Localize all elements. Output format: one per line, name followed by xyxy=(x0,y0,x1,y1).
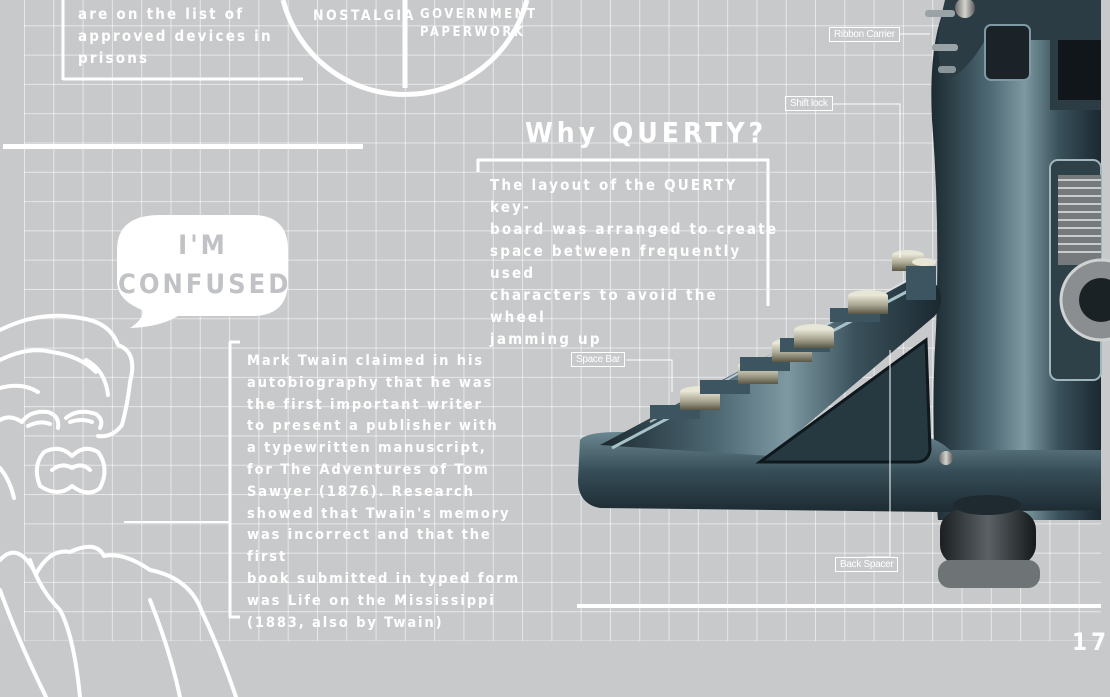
typewriter-illustration xyxy=(578,0,1110,588)
pie-chart xyxy=(280,0,530,98)
speech-bubble-text: I'M CONFUSED xyxy=(118,226,288,304)
querty-body: The layout of the QUERTY key- board was … xyxy=(490,174,780,350)
text-line: board was arranged to create xyxy=(490,220,779,238)
text-line: was Life on the Mississippi xyxy=(247,592,496,609)
callout-ribbon-carrier: Ribbon Carrier xyxy=(829,27,900,42)
text-line: (1883, also by Twain) xyxy=(247,614,444,631)
text-line: characters to avoid the wheel xyxy=(490,286,718,326)
typewriter-keys xyxy=(650,250,936,419)
speech-bubble xyxy=(117,215,288,328)
divider-line xyxy=(3,144,363,149)
text-line: autobiography that he was xyxy=(247,374,494,391)
top-left-text: are on the list of approved devices in p… xyxy=(78,3,298,69)
querty-bracket xyxy=(476,158,770,306)
top-left-bracket xyxy=(61,0,303,81)
text-line: a typewritten manuscript, xyxy=(247,440,487,457)
page-number: 17 xyxy=(1072,628,1110,656)
twain-bracket xyxy=(228,340,240,619)
callout-space-bar: Space Bar xyxy=(571,352,625,367)
bottom-rule xyxy=(577,604,1101,608)
text-line: to present a publisher with xyxy=(247,418,499,435)
twain-paragraph: Mark Twain claimed in his autobiography … xyxy=(247,351,527,634)
text-line: GOVERNMENT xyxy=(420,7,538,22)
callout-shift-lock: Shift lock xyxy=(785,96,833,111)
text-line: prisons xyxy=(78,49,150,67)
text-line: showed that Twain's memory xyxy=(247,505,511,522)
text-line: book submitted in typed form xyxy=(247,570,521,587)
text-line: Mark Twain claimed in his xyxy=(247,353,484,369)
twain-portrait xyxy=(0,313,238,697)
callout-back-spacer: Back Spacer xyxy=(835,557,899,572)
text-line: space between frequently used xyxy=(490,242,742,282)
text-line: are on the list of xyxy=(78,5,245,23)
text-line: The layout of the QUERTY key- xyxy=(490,176,738,216)
pie-label-nostalgia: NOSTALGIA xyxy=(313,8,416,24)
text-line: I'M xyxy=(178,230,228,261)
text-line: was incorrect and that the first xyxy=(247,527,492,566)
text-line: jamming up xyxy=(490,330,602,348)
querty-heading: Why QUERTY? xyxy=(525,116,768,149)
text-line: PAPERWORK xyxy=(420,25,526,40)
text-line: approved devices in xyxy=(78,27,273,45)
text-line: Sawyer (1876). Research xyxy=(247,483,475,500)
text-line: for The Adventures of Tom xyxy=(247,461,490,478)
pie-label-government-paperwork: GOVERNMENT PAPERWORK xyxy=(420,6,537,42)
text-line: the first important writer xyxy=(247,396,483,413)
text-line: CONFUSED xyxy=(118,269,292,300)
